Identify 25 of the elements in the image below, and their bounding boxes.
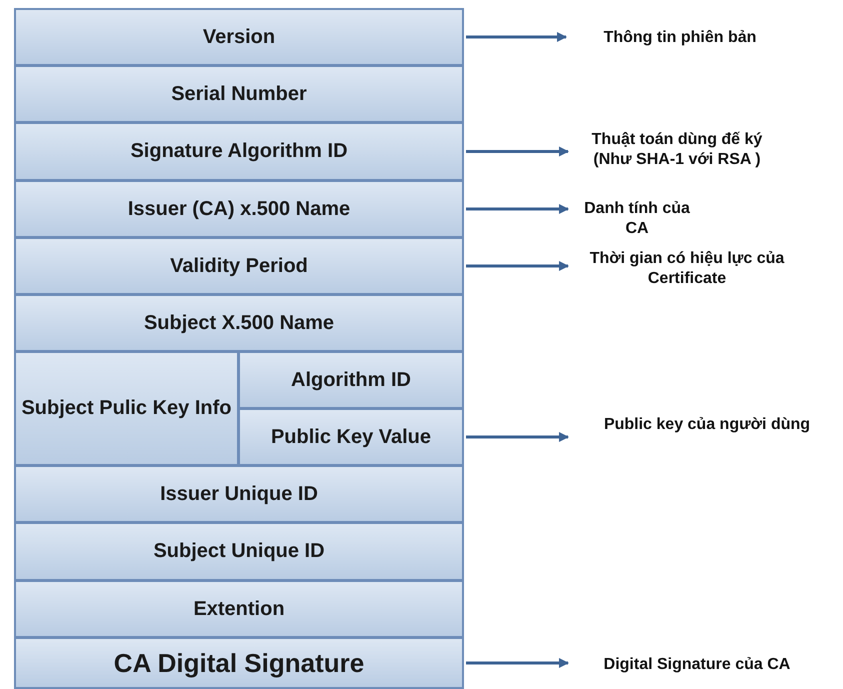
- field-row: Extention: [14, 580, 464, 638]
- annotation-text: Danh tính của CA: [572, 199, 702, 239]
- arrow: [466, 32, 567, 42]
- annotation-text: Digital Signature của CA: [572, 655, 822, 675]
- field-row: Subject Unique ID: [14, 522, 464, 581]
- field-row: CA Digital Signature: [14, 637, 464, 689]
- field-row: Serial Number: [14, 65, 464, 123]
- field-row: Version: [14, 8, 464, 66]
- arrow: [466, 658, 569, 668]
- arrow: [466, 261, 569, 271]
- arrow: [466, 204, 569, 214]
- annotation-text: Public key của người dùng: [572, 415, 842, 435]
- field-row: Subject X.500 Name: [14, 294, 464, 352]
- annotation-text: Thuật toán dùng đế ký (Như SHA-1 với RSA ): [572, 130, 782, 170]
- field-row: Validity Period: [14, 237, 464, 295]
- field-row: Subject Pulic Key Info: [14, 351, 239, 466]
- field-row: Issuer Unique ID: [14, 465, 464, 523]
- field-row: Issuer (CA) x.500 Name: [14, 180, 464, 238]
- field-row: Algorithm ID: [238, 351, 464, 409]
- annotation-text: Thời gian có hiệu lực của Certificate: [572, 249, 802, 289]
- field-row: Public Key Value: [238, 408, 464, 466]
- field-row: Signature Algorithm ID: [14, 122, 464, 181]
- arrow: [466, 432, 569, 442]
- annotation-text: Thông tin phiên bản: [570, 28, 790, 48]
- arrow: [466, 146, 569, 156]
